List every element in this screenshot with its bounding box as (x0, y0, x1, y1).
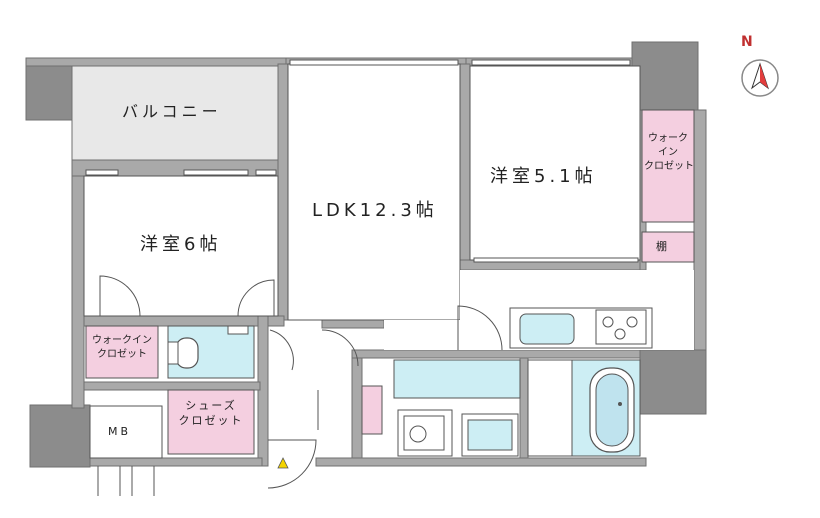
walk-in-closet-top (641, 109, 695, 223)
mb-label: MB (108, 425, 132, 438)
western-room-51 (469, 65, 641, 261)
walk-in-closet-left (85, 325, 159, 379)
entrance-marker-icon (277, 457, 289, 469)
shoes-closet-label: シューズ クロゼット (178, 399, 244, 427)
ldk-lower-floor (384, 320, 460, 350)
washroom (393, 359, 521, 399)
ldk-area (287, 63, 461, 321)
ldk-label: LDK12.3帖 (312, 200, 438, 221)
kitchen-sink (519, 313, 575, 345)
compass-letter: N (741, 34, 753, 50)
toilet-room (167, 325, 255, 379)
shelf-area (641, 231, 695, 263)
mb-box (89, 405, 163, 459)
balcony-area (71, 65, 279, 161)
shoes-closet (167, 389, 255, 455)
western-6-label: 洋室6帖 (140, 234, 222, 255)
doors (97, 275, 503, 496)
wic-left-label: ウォークイン クロゼット (92, 335, 152, 360)
compass (741, 59, 779, 97)
windows (85, 59, 639, 263)
shelf-label: 棚 (656, 240, 667, 253)
pink-cabinet (361, 385, 383, 435)
wic-top-label: ウォーク イン クロゼット (644, 133, 694, 172)
western-51-label: 洋室5.1帖 (490, 166, 597, 187)
north-arrow-fill-icon (760, 64, 768, 88)
western-room-6 (83, 175, 279, 317)
balcony-label: バルコニー (122, 102, 222, 121)
toilet-bowl (175, 337, 199, 369)
